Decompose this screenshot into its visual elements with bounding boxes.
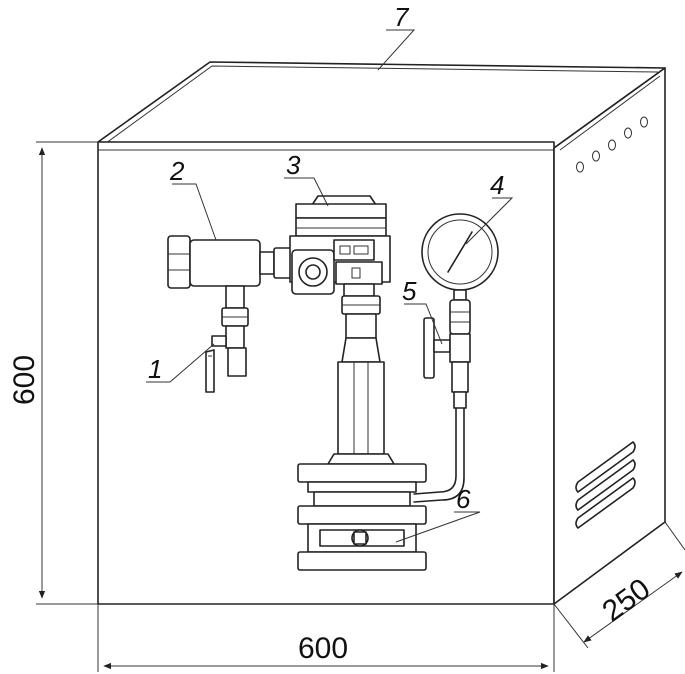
- dim-width: 600: [298, 632, 348, 665]
- label-4: 4: [490, 170, 504, 200]
- dim-height: 600: [8, 355, 41, 405]
- label-1: 1: [148, 354, 162, 384]
- label-6: 6: [456, 484, 471, 514]
- label-7: 7: [394, 2, 410, 32]
- dim-depth: 250: [596, 572, 656, 628]
- regulator-head: [289, 195, 391, 297]
- impulse-tube-outer: [413, 407, 457, 495]
- pressure-gauge: [421, 213, 499, 335]
- vent-holes: [576, 116, 648, 173]
- dimension-lines: [36, 141, 685, 672]
- filter-assembly: [167, 235, 293, 377]
- flange-assembly: [297, 463, 427, 571]
- drain-valve: [205, 335, 227, 393]
- label-2: 2: [169, 156, 185, 186]
- impulse-tube-inner: [413, 407, 465, 503]
- side-louvres: [575, 441, 636, 529]
- label-3: 3: [286, 150, 301, 180]
- leaders: [146, 29, 514, 543]
- needle-valve: [423, 317, 471, 409]
- label-5: 5: [402, 276, 417, 306]
- regulator-column: [327, 295, 395, 465]
